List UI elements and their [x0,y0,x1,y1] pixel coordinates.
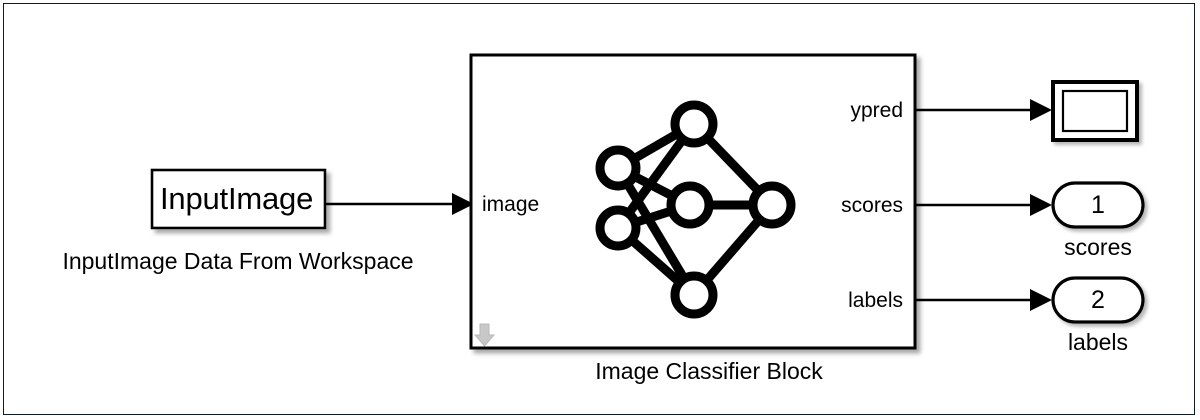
nn-node-output-1 [748,181,796,229]
input-image-block-body[interactable] [150,168,327,230]
down-arrow-icon [473,323,496,347]
signal-ypred-to-scope[interactable] [915,99,1052,121]
outport-caption-scores: scores [1064,234,1132,260]
scope-block[interactable] [1051,80,1139,142]
neural-network-icon [595,100,796,319]
image-classifier-block[interactable] [469,53,917,350]
signal-arrowhead [1030,289,1052,311]
outport-labels-body[interactable] [1051,276,1145,324]
outport-caption-labels: labels [1067,329,1129,355]
signal-arrowhead [1030,194,1052,216]
nn-node-hidden-3 [670,271,718,319]
signal-arrowhead [1030,99,1052,121]
outport-number-scores: 1 [1091,191,1105,219]
port-label-image: image [482,193,540,216]
image-classifier-caption: Image Classifier Block [595,358,823,384]
signal-labels-to-outport-2[interactable] [915,289,1052,311]
signal-arrowhead [452,193,474,215]
input-image-block-label: InputImage [160,181,314,216]
outport-block-labels[interactable] [1051,276,1145,324]
nn-node-hidden-1 [670,100,718,148]
signal-scores-to-outport-1[interactable] [915,194,1052,216]
port-label-scores: scores [841,194,903,217]
nn-node-hidden-2 [666,181,714,229]
outport-number-labels: 2 [1091,286,1105,314]
scope-screen-icon [1061,89,1129,133]
nn-node-input-2 [595,205,641,251]
input-image-block[interactable] [150,168,327,230]
input-image-caption: InputImage Data From Workspace [62,248,414,274]
outport-scores-body[interactable] [1051,181,1145,229]
nn-node-input-1 [595,145,641,191]
signal-inputimage-to-image[interactable] [325,193,474,215]
port-label-labels: labels [848,289,903,312]
port-label-ypred: ypred [850,99,903,122]
outport-block-scores[interactable] [1051,181,1145,229]
